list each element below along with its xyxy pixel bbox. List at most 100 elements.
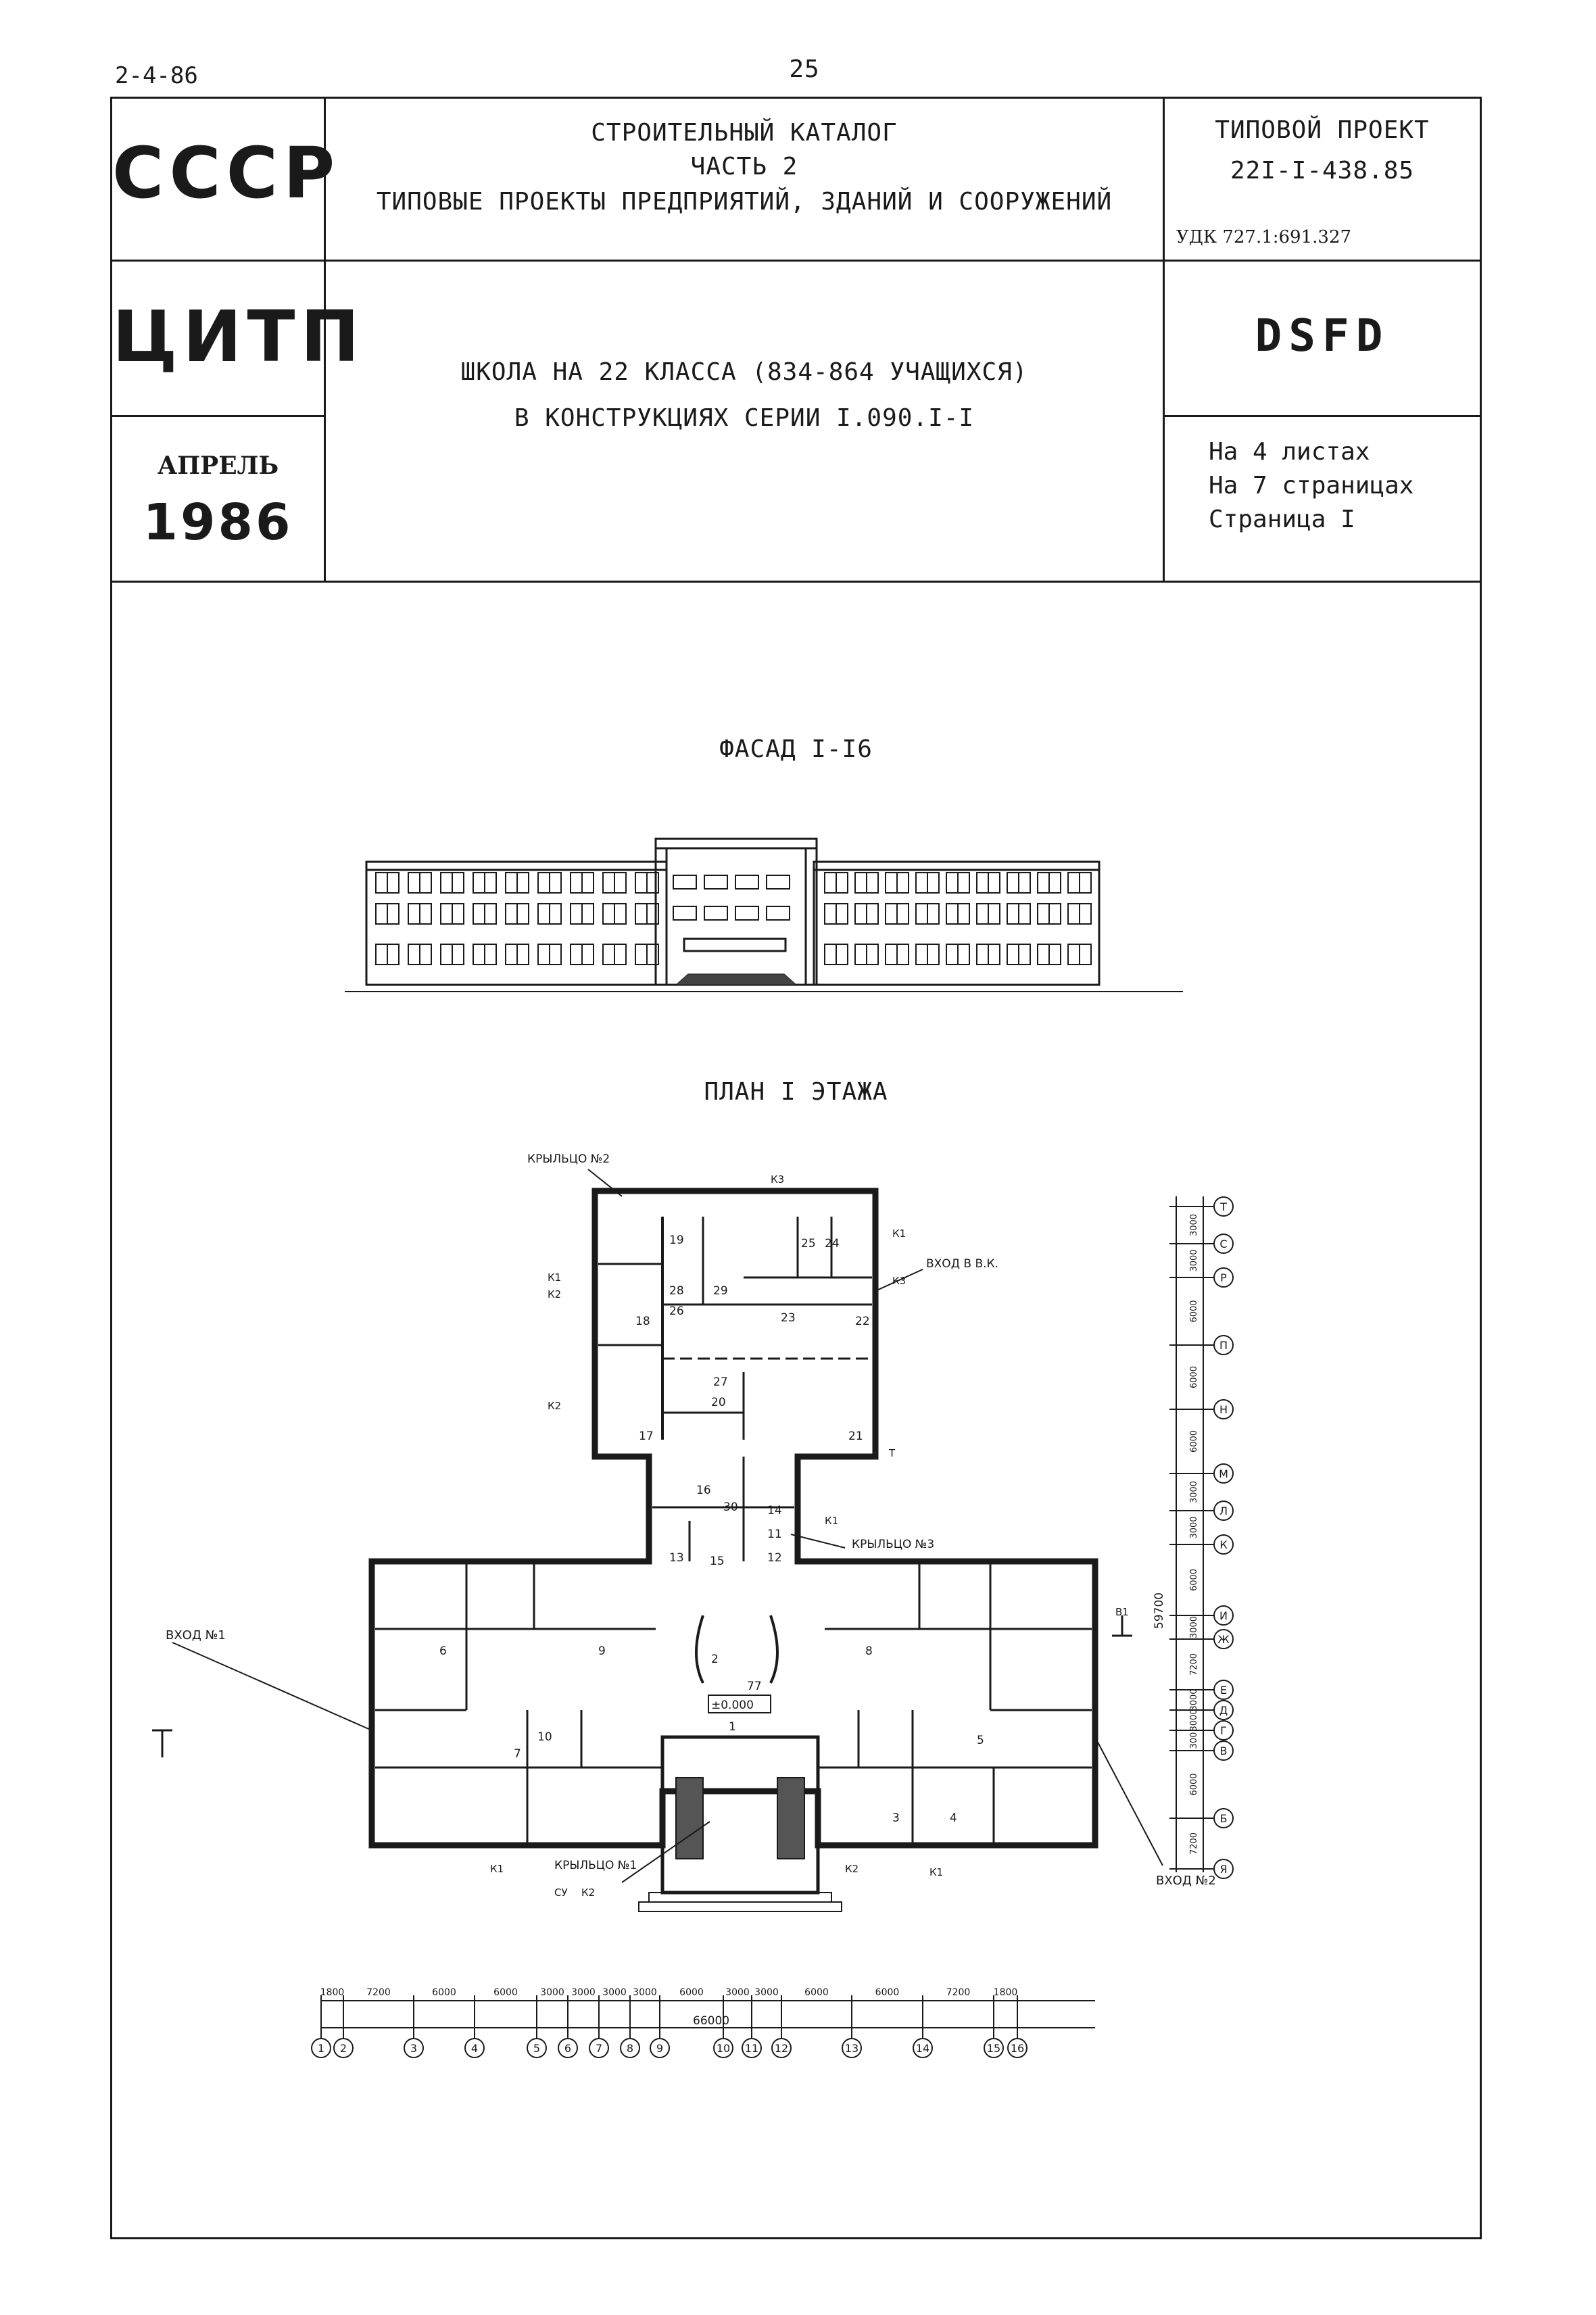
marker-k2-left: К2 [548, 1288, 561, 1300]
dimension-label: 7200 [1189, 1832, 1199, 1855]
sheet-count: На 4 листах [1209, 438, 1370, 466]
grid-axis-label: 12 [775, 2042, 788, 2055]
room-number: 6 [439, 1644, 447, 1658]
grid-axis-label: 13 [845, 2042, 859, 2055]
grid-axis-label: 15 [987, 2042, 1000, 2055]
grid-axis-label: Я [1219, 1863, 1227, 1876]
grid-axis-label: И [1219, 1609, 1228, 1622]
grid-axis-label: 10 [717, 2042, 730, 2055]
dimension-label: 3000 [1189, 1516, 1199, 1538]
room-number: 17 [639, 1430, 654, 1443]
room-number: 23 [781, 1311, 796, 1325]
dimension-label: 6000 [1189, 1773, 1199, 1795]
dimension-label: 3000 [1189, 1481, 1199, 1503]
room-number: 20 [711, 1396, 726, 1409]
dimension-label: 7200 [946, 1987, 971, 1998]
dimension-label: 6000 [1189, 1366, 1199, 1388]
grid-axis-label: 5 [533, 2042, 540, 2055]
facade-window [735, 906, 759, 921]
page-count: На 7 страницах [1209, 472, 1414, 499]
grid-axis-label: В [1220, 1745, 1228, 1757]
grid-axis-label: Ж [1217, 1633, 1229, 1646]
dimension-label: 6000 [1189, 1430, 1199, 1453]
entrance-2-label: ВХОД №2 [1156, 1874, 1216, 1888]
room-number: 18 [635, 1315, 650, 1328]
dimension-label: 3000 [540, 1987, 564, 1998]
grid-axis-label: 14 [916, 2042, 929, 2055]
dimension-label: 6000 [679, 1987, 704, 1998]
grid-axis-label: 16 [1011, 2042, 1024, 2055]
floor-plan: КРЫЛЬЦО №2 КРЫЛЬЦО №3 КРЫЛЬЦО №1 ВХОД №1… [152, 1152, 1234, 2058]
grid-axis-label: 1 [318, 2042, 324, 2055]
dimension-label: 6000 [1189, 1300, 1199, 1322]
catalog-section: ТИПОВЫЕ ПРОЕКТЫ ПРЕДПРИЯТИЙ, ЗДАНИЙ И СО… [376, 188, 1113, 216]
dimension-label: 3000 [1189, 1709, 1199, 1731]
dimension-label: 3000 [725, 1987, 750, 1998]
dimension-label: 3000 [1189, 1616, 1199, 1638]
country-label: СССР [112, 132, 341, 214]
marker-k1-left: К1 [548, 1271, 561, 1284]
project-title-line2: В КОНСТРУКЦИЯХ СЕРИИ I.090.I-I [514, 404, 975, 432]
dimension-label: 7200 [366, 1987, 391, 1998]
porch-3-label: КРЫЛЬЦО №3 [852, 1538, 934, 1551]
room-number: 11 [767, 1528, 782, 1541]
room-number: 19 [669, 1234, 684, 1247]
project-type-label: ТИПОВОЙ ПРОЕКТ [1215, 116, 1430, 144]
room-number: 13 [669, 1551, 684, 1565]
facade-window [673, 875, 697, 890]
room-number: 3 [892, 1811, 900, 1825]
room-number: 27 [713, 1375, 728, 1389]
marker-k1-bottom-right: К1 [929, 1866, 943, 1878]
dimension-label: 6000 [432, 1987, 456, 1998]
grid-axis-label: Е [1220, 1684, 1227, 1697]
plan-title: ПЛАН I ЭТАЖА [704, 1078, 888, 1106]
room-number: 1 [729, 1720, 736, 1734]
marker-k2-bottom: К2 [581, 1886, 595, 1899]
facade-title: ФАСАД I-I6 [719, 735, 873, 763]
document-code-dsfd: DSFD [1255, 310, 1390, 362]
project-number: 22I-I-438.85 [1230, 157, 1415, 185]
page-index: Страница I [1209, 506, 1355, 533]
grid-axis-label: Н [1219, 1403, 1228, 1416]
marker-k1-bottom-left: К1 [490, 1863, 504, 1875]
facade-window [766, 875, 790, 890]
dimension-label: 6000 [1189, 1569, 1199, 1591]
grid-axis-label: 11 [745, 2042, 758, 2055]
udk-code: УДК 727.1:691.327 [1176, 227, 1352, 247]
marker-t: Т [888, 1447, 896, 1459]
dimension-label: 7200 [1189, 1653, 1199, 1676]
room-number: 25 [801, 1237, 816, 1250]
page-number: 25 [789, 55, 820, 83]
room-number: 12 [767, 1551, 782, 1565]
grid-axis-label: 7 [596, 2042, 602, 2055]
room-number: 7 [514, 1747, 521, 1761]
grid-axis-label: Б [1220, 1812, 1228, 1825]
year-label: 1986 [143, 493, 293, 552]
entrance-1-label: ВХОД №1 [166, 1628, 226, 1642]
room-number: 16 [696, 1484, 711, 1497]
facade-window [704, 906, 728, 921]
grid-axis-label: Р [1220, 1271, 1227, 1284]
room-number: 14 [767, 1504, 782, 1517]
dimension-label: 6000 [875, 1987, 900, 1998]
room-number: 21 [848, 1430, 863, 1443]
dimension-label: 3000 [1189, 1688, 1199, 1711]
room-number: 10 [537, 1730, 552, 1744]
grid-axis-label: М [1219, 1467, 1228, 1480]
room-number: 4 [950, 1811, 957, 1825]
grid-axis-label: Д [1219, 1704, 1228, 1717]
grid-axis-label: 8 [627, 2042, 633, 2055]
marker-k3-top: К3 [771, 1173, 784, 1186]
dimension-label: 6000 [804, 1987, 829, 1998]
dimension-label: 3000 [1189, 1249, 1199, 1271]
total-width-dimension: 66000 [693, 2014, 729, 2028]
catalog-part: ЧАСТЬ 2 [690, 153, 798, 180]
dimension-label: 3000 [571, 1987, 596, 1998]
room-number: 9 [598, 1644, 606, 1658]
room-number: 30 [723, 1501, 738, 1514]
marker-v1: В1 [1115, 1606, 1129, 1618]
organization-label: ЦИТП [112, 295, 365, 378]
marker-k2-bottom-right: К2 [845, 1863, 859, 1875]
marker-k1-right: К1 [892, 1227, 906, 1240]
grid-axis-label: 6 [564, 2042, 571, 2055]
